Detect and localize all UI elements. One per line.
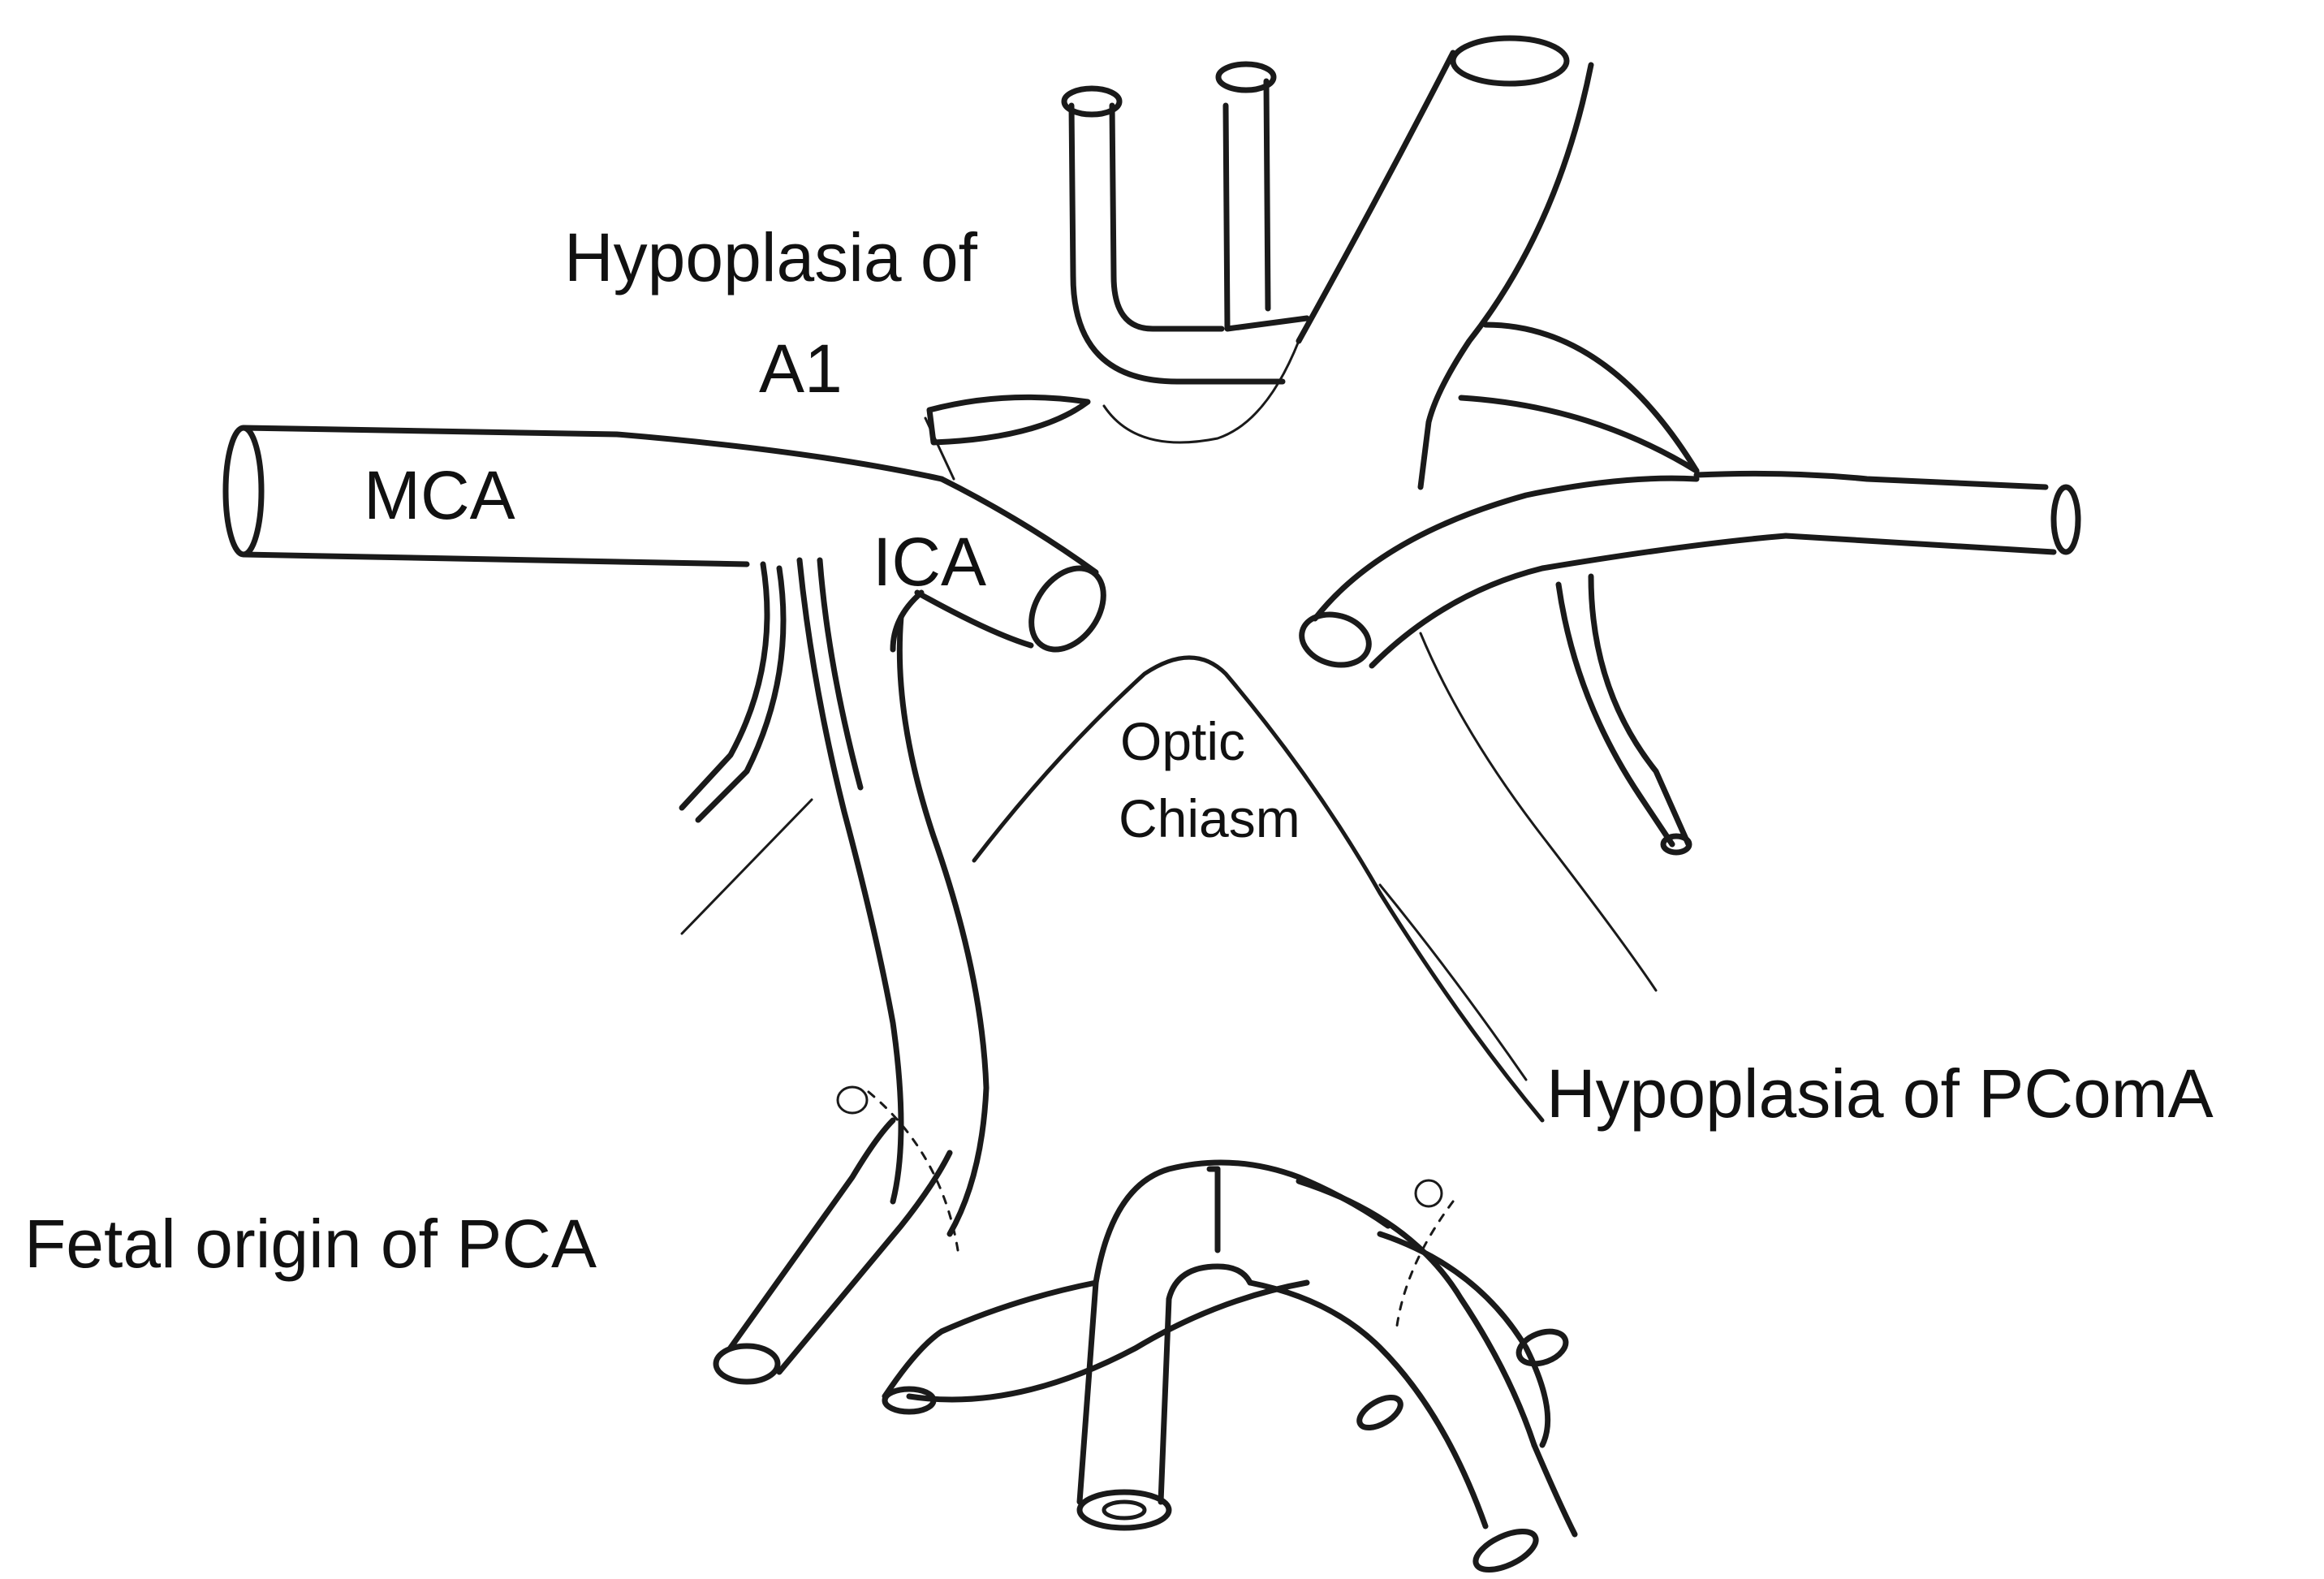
hypoplasia-a1-label-line1: Hypoplasia of (564, 219, 977, 296)
left-small-branches (679, 557, 990, 1237)
ica-label: ICA (873, 524, 987, 600)
hypoplasia-pcoma-label: Hypoplasia of PComA (1546, 1055, 2214, 1132)
basilar-pca (713, 1085, 1578, 1573)
optic-chiasm-label-line1: Optic (1120, 711, 1246, 771)
hypoplasia-a1-label-line2: A1 (759, 330, 843, 407)
mca-label: MCA (364, 457, 515, 533)
left-mca-ica (222, 394, 1106, 653)
anterior-cerebral-arteries (1061, 61, 1310, 385)
fetal-origin-pca-label: Fetal origin of PCA (24, 1206, 597, 1282)
pcoma-leader-line (1378, 883, 1528, 1081)
right-ica-mca (1299, 321, 2081, 992)
diagonal-artery (1102, 35, 1594, 490)
optic-chiasm-label-line2: Chiasm (1119, 788, 1300, 848)
optic-chiasm-outline (972, 655, 1545, 1123)
